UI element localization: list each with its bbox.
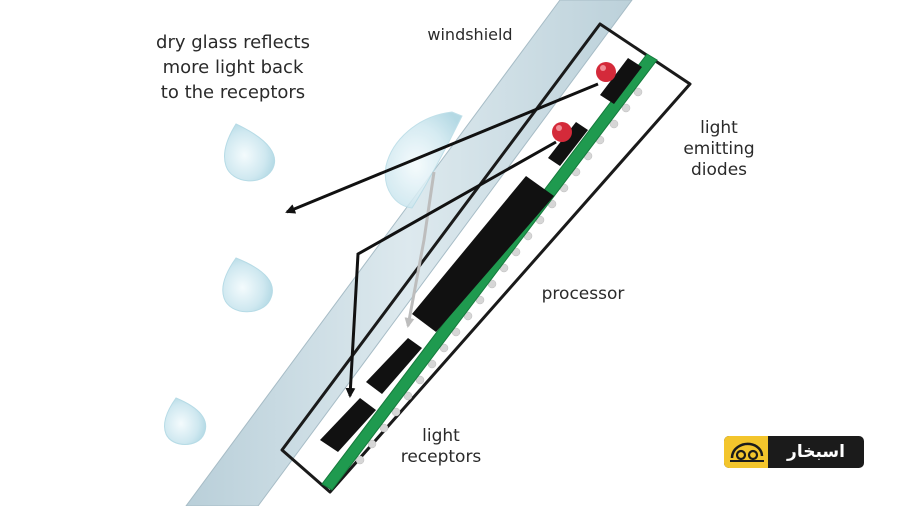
light-path-arrows xyxy=(285,82,599,398)
led xyxy=(552,122,572,142)
windshield-glass xyxy=(185,0,633,506)
light-escape-arrow xyxy=(285,82,599,214)
processor-chip xyxy=(412,176,554,332)
led xyxy=(596,62,616,82)
refracted-light-arrow xyxy=(404,171,436,328)
reflected-light-arrow xyxy=(345,140,557,398)
light-receptors xyxy=(320,338,422,452)
receptor xyxy=(320,398,376,452)
water-drop xyxy=(163,397,207,445)
light-emitting-diodes xyxy=(548,58,642,166)
windshield-label: windshield xyxy=(427,25,513,44)
car-face-icon xyxy=(724,436,768,468)
water-droplets xyxy=(163,111,463,445)
water-drop xyxy=(223,123,276,182)
led-mount xyxy=(600,58,642,104)
processor-label: processor xyxy=(541,284,625,304)
water-drop xyxy=(384,111,463,209)
board-pins xyxy=(355,87,643,465)
sensor-housing xyxy=(280,22,692,494)
led-label: light emitting diodes xyxy=(683,118,755,180)
led-mount xyxy=(548,122,588,166)
logo-wordmark: اسبخار xyxy=(787,442,845,462)
water-drop xyxy=(222,257,273,313)
receptors-label: light receptors xyxy=(400,426,482,467)
site-logo: اسبخار xyxy=(724,436,864,468)
receptor xyxy=(366,338,422,394)
dry-glass-caption: dry glass reflects more light back to th… xyxy=(156,32,310,103)
circuit-board xyxy=(321,53,658,491)
